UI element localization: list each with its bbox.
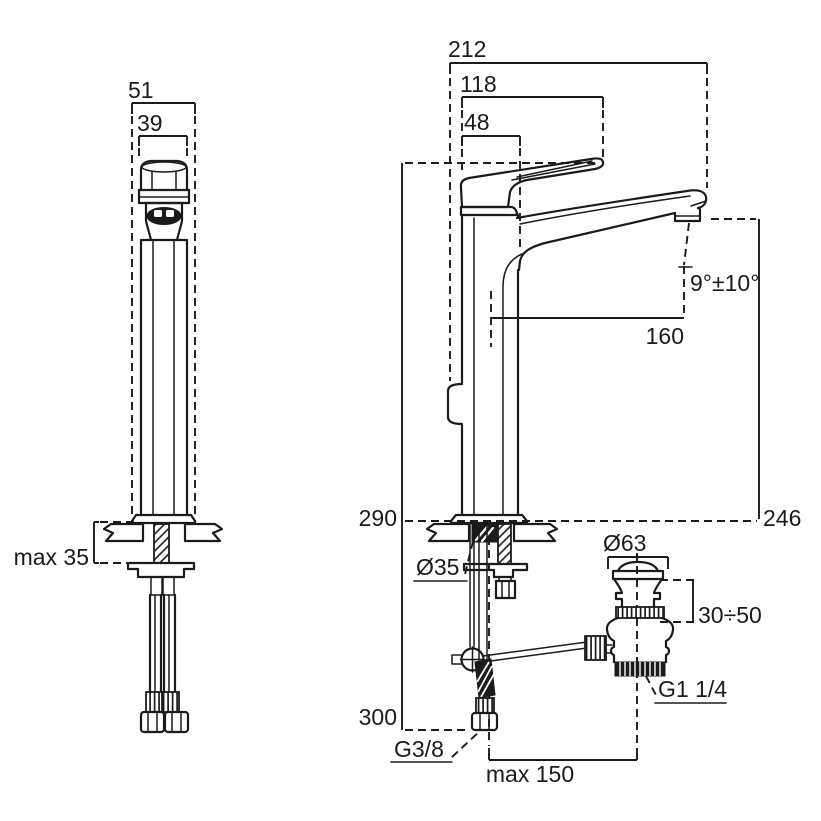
- mounting-stud: [497, 523, 512, 565]
- counter-left-side: [425, 522, 471, 543]
- ext-line-51: [131, 116, 196, 515]
- waste-range-bracket: [688, 579, 694, 623]
- waste-thread-leader: [645, 675, 659, 700]
- supply-hose-side: [470, 522, 499, 732]
- hose-nut-left-facets: [147, 711, 158, 733]
- front-dimensions: 51 39 max 35: [14, 77, 196, 570]
- front-faucet: [130, 159, 197, 525]
- waste-body: [605, 560, 675, 677]
- dim-line-51: [131, 102, 196, 114]
- hose-tube-side: [478, 522, 488, 661]
- dim-max-deck-label: max 35: [14, 544, 89, 570]
- stud-nut: [494, 579, 517, 600]
- supply-thread-leader: [451, 730, 481, 758]
- dim-line-max150: [488, 748, 638, 761]
- dim-overall-width-label: 51: [128, 77, 154, 103]
- body-column-front: [139, 238, 189, 517]
- hose-ferrule-right: [162, 691, 180, 713]
- dim-line-39: [138, 135, 188, 146]
- waste-thread-label: G1 1/4: [658, 676, 727, 702]
- hose-tube-contours: [154, 594, 170, 693]
- front-view: 51 39 max 35: [14, 77, 224, 734]
- hose-fitting-side: [475, 697, 495, 714]
- dim-overall-depth-label: 212: [448, 36, 486, 62]
- threaded-shank-front: [153, 523, 170, 564]
- front-supply-hoses: [139, 576, 190, 734]
- counter-right-front: [183, 522, 224, 543]
- ext-lines-63: [607, 561, 669, 570]
- counter-right-side: [512, 522, 559, 543]
- supply-thread-label: G3/8: [394, 736, 444, 762]
- spout-tip-face-line: [690, 200, 707, 207]
- waste-stem: [612, 577, 664, 609]
- popup-rod: [469, 522, 475, 648]
- side-dimensions: 212 118 48 290 300 246 9°±10°: [359, 36, 802, 787]
- dim-bracket-max35: [93, 521, 99, 564]
- cartridge-collar-side: [459, 205, 519, 217]
- waste-plug-dome: [616, 560, 660, 573]
- dim-spout-angle-label: 9°±10°: [690, 270, 759, 296]
- waste-linkage-rod: [482, 641, 588, 663]
- hose-nipple-right: [162, 576, 175, 596]
- waste-ribbed-ring: [615, 606, 665, 619]
- lever-top-contours: [511, 160, 596, 181]
- dim-handle-depth-label: 118: [460, 71, 497, 97]
- waste-dimensions: Ø63 30÷50 G1 1/4: [603, 530, 762, 704]
- linkage-knurled-nut: [584, 635, 607, 661]
- ext-lines-212: [449, 78, 708, 381]
- rod-pivot-cross: [459, 646, 486, 673]
- dim-spout-height-label: 246: [763, 505, 801, 531]
- dim-spout-reach-label: 160: [646, 323, 684, 349]
- handle-cap-front: [139, 159, 189, 192]
- hose-ferrule-left: [145, 691, 163, 713]
- waste-knurl-ribs: [619, 662, 661, 676]
- waste-flange: [611, 569, 665, 581]
- dim-line-118: [461, 96, 604, 108]
- dim-body-depth-label: 48: [464, 109, 490, 135]
- hose-nut-right-facets: [171, 711, 182, 733]
- waste-range-refs: [660, 579, 696, 623]
- clamp-plate-front: [126, 561, 196, 579]
- body-front-contour: [502, 253, 523, 516]
- hose-nut-side-facets: [479, 712, 490, 731]
- spout-side: [515, 189, 708, 272]
- hose-nut-right: [163, 710, 190, 734]
- hose-nipple-left: [150, 576, 163, 596]
- rod-left-stub: [451, 654, 462, 665]
- dim-height-above-deck-label: 290: [359, 505, 397, 531]
- dim-handle-width-label: 39: [137, 110, 163, 136]
- front-counter-section: [102, 522, 224, 579]
- popup-rod-knob: [446, 382, 464, 426]
- spout-angle-lines: [683, 222, 690, 318]
- handle-cap-facets: [151, 171, 177, 191]
- ext-line-39: [138, 148, 188, 160]
- dim-line-48: [461, 135, 521, 146]
- dim-line-212: [449, 62, 708, 74]
- hole-diameter-leader: [464, 532, 476, 575]
- dim-waste-offset-label: max 150: [486, 761, 574, 787]
- body-column-contours: [152, 239, 175, 516]
- popup-waste-detail: Ø63 30÷50 G1 1/4: [603, 530, 762, 746]
- waste-range-label: 30÷50: [698, 602, 762, 628]
- hose-nut-side: [470, 711, 499, 732]
- hose-braid-highlights: [476, 661, 495, 698]
- outlet-slot-left: [154, 210, 162, 217]
- lever-handle-side: [459, 157, 605, 209]
- spout-top-contour: [519, 195, 691, 225]
- popup-rod-linkage: [451, 522, 613, 673]
- waste-housing: [605, 616, 675, 664]
- hose-tubes-front: [148, 593, 177, 694]
- dim-below-deck-label: 300: [359, 704, 397, 730]
- base-plinth-front: [130, 513, 197, 525]
- dim-hole-diameter-label: Ø35: [416, 554, 459, 580]
- counter-left-front: [102, 522, 145, 543]
- handle-cap-rim: [141, 161, 187, 173]
- stud-nut-facets: [501, 580, 510, 599]
- outlet-slot-right: [166, 210, 174, 217]
- waste-flange-diameter-label: Ø63: [603, 530, 646, 556]
- hose-nut-left: [139, 710, 166, 734]
- side-view: 212 118 48 290 300 246 9°±10°: [359, 36, 802, 787]
- spout-outlet-front: [146, 207, 182, 225]
